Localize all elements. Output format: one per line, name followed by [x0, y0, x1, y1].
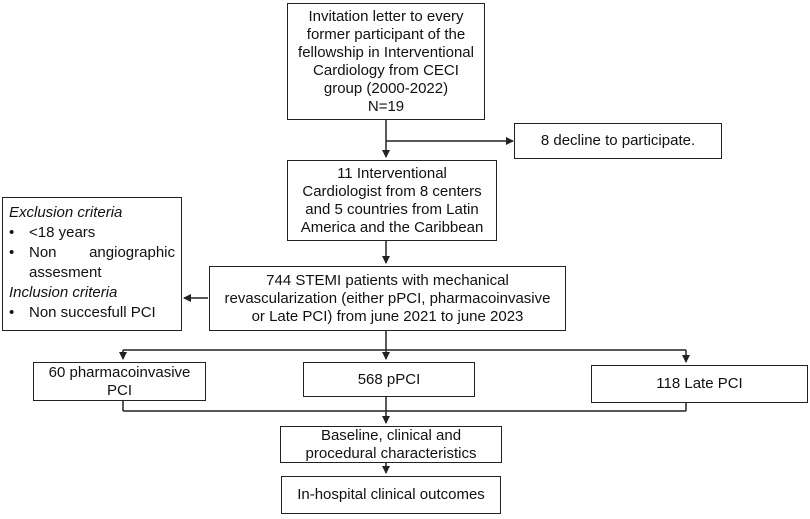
inclusion-item: • Non succesfull PCI: [9, 303, 175, 323]
ppci-text: 568 pPCI: [357, 370, 421, 388]
cardiologists-box: 11 Interventional Cardiologist from 8 ce…: [287, 160, 497, 241]
bullet: •: [9, 224, 15, 241]
decline-box: 8 decline to participate.: [514, 123, 722, 159]
bullet: •: [9, 244, 15, 261]
stemi-patients-text: 744 STEMI patients with mechanical revas…: [224, 271, 551, 325]
exclusion-item-text: Non angiographic: [29, 244, 175, 261]
cardiologists-text: 11 Interventional Cardiologist from 8 ce…: [300, 164, 484, 236]
exclusion-item-text: <18 years: [29, 224, 96, 241]
inclusion-criteria-heading: Inclusion criteria: [9, 284, 118, 301]
bullet: •: [9, 304, 15, 321]
late-pci-text: 118 Late PCI: [656, 375, 743, 392]
exclusion-criteria-list: • <18 years • Non angiographic assesment: [9, 223, 175, 283]
criteria-box: Exclusion criteria • <18 years • Non ang…: [2, 197, 182, 331]
inclusion-item-text: Non succesfull PCI: [29, 304, 156, 321]
ppci-box: 568 pPCI: [303, 362, 475, 397]
pharmacoinvasive-box: 60 pharmacoinvasive PCI: [33, 362, 206, 401]
invitation-box: Invitation letter to every former partic…: [287, 3, 485, 120]
exclusion-item: • Non angiographic: [9, 243, 175, 263]
stemi-patients-box: 744 STEMI patients with mechanical revas…: [209, 266, 566, 331]
baseline-box: Baseline, clinical and procedural charac…: [280, 426, 502, 463]
invitation-text: Invitation letter to every former partic…: [298, 7, 474, 115]
pharmacoinvasive-text: 60 pharmacoinvasive PCI: [48, 363, 191, 399]
late-pci-box: 118 Late PCI: [591, 365, 808, 403]
inclusion-criteria-list: • Non succesfull PCI: [9, 303, 175, 323]
outcomes-text: In-hospital clinical outcomes: [297, 486, 485, 503]
decline-text: 8 decline to participate.: [540, 132, 696, 149]
exclusion-criteria-heading: Exclusion criteria: [9, 204, 123, 221]
outcomes-box: In-hospital clinical outcomes: [281, 476, 501, 514]
exclusion-item: • <18 years: [9, 223, 175, 243]
exclusion-item-text: assesment: [29, 264, 102, 281]
exclusion-item-continued: assesment: [9, 263, 175, 283]
baseline-text: Baseline, clinical and procedural charac…: [305, 426, 477, 462]
